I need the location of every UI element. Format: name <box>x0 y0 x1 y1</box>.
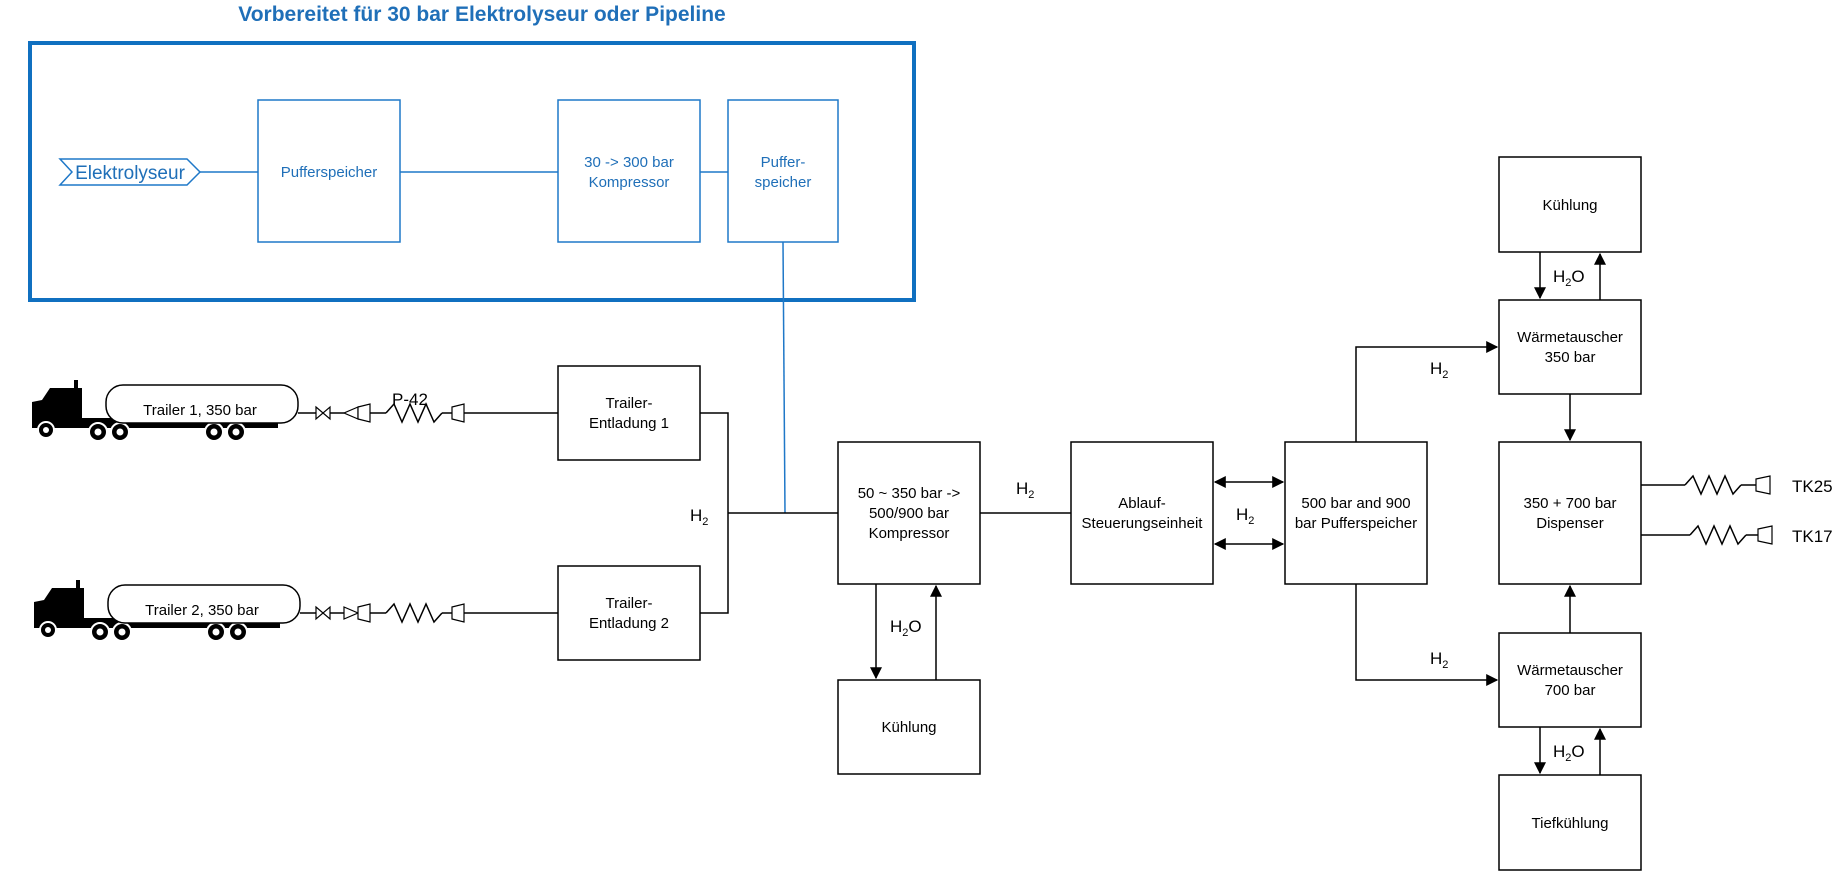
pufferspeicher-main-line1: 500 bar and 900 <box>1301 495 1410 512</box>
tiefkuehlung-box <box>1498 774 1642 871</box>
dispenser-box <box>1498 441 1642 585</box>
valve-tag-p42: P-42 <box>392 390 428 409</box>
waermetauscher-700-line2: 700 bar <box>1545 682 1596 699</box>
trailer-2-valve-train <box>300 602 558 624</box>
pufferspeicher-blue-box <box>727 99 839 243</box>
kuehlung-bottom-label: Kühlung <box>881 719 936 736</box>
trailer-entladung-2-box <box>557 565 701 661</box>
pufferspeicher-top-box <box>257 99 401 243</box>
pufferspeicher-blue-line1: Puffer- <box>761 154 806 171</box>
h2-label-compressor-out: H2 <box>1016 479 1034 501</box>
trailer-1-label: Trailer 1, 350 bar <box>143 402 257 419</box>
main-compressor-line1: 50 ~ 350 bar -> <box>858 485 961 502</box>
trailer-2-label: Trailer 2, 350 bar <box>145 602 259 619</box>
output-tk17-label: TK17 <box>1792 527 1833 546</box>
waermetauscher-350-line2: 350 bar <box>1545 349 1596 366</box>
electrolyzer-tag: Elektrolyseur <box>58 158 202 186</box>
h2-label-to-wt350: H2 <box>1430 359 1448 381</box>
dispenser-line1: 350 + 700 bar <box>1524 495 1617 512</box>
kuehlung-bottom-box <box>837 679 981 775</box>
pufferspeicher-main-line2: bar Pufferspeicher <box>1295 515 1417 532</box>
tiefkuehlung-label: Tiefkühlung <box>1532 815 1609 832</box>
kuehlung-top-label: Kühlung <box>1542 197 1597 214</box>
ablauf-line2: Steuerungseinheit <box>1082 515 1204 532</box>
pufferspeicher-top-label: Pufferspeicher <box>281 164 377 181</box>
output-tk25-label: TK25 <box>1792 477 1833 496</box>
output-tk17-line <box>1641 524 1773 546</box>
trailer-1: Trailer 1, 350 bar <box>31 379 299 442</box>
ablauf-steuerungseinheit-box <box>1070 441 1214 585</box>
trailer-1-valve-train <box>298 402 558 424</box>
electrolyzer-label: Elektrolyseur <box>75 163 185 184</box>
kompressor-30-300-box <box>557 99 701 243</box>
pufferspeicher-main-box <box>1284 441 1428 585</box>
trailer-entladung-1-line2: Entladung 1 <box>589 415 669 432</box>
trailer-entladung-2-line2: Entladung 2 <box>589 615 669 632</box>
dispenser-line2: Dispenser <box>1536 515 1604 532</box>
main-compressor-line2: 500/900 bar <box>869 505 949 522</box>
h2o-label-compressor: H2O <box>890 617 922 639</box>
output-tk25-line <box>1641 474 1771 496</box>
trailer-entladung-2-line1: Trailer- <box>606 595 653 612</box>
ablauf-line1: Ablauf- <box>1118 495 1166 512</box>
trailer-2: Trailer 2, 350 bar <box>33 579 301 642</box>
pufferspeicher-blue-line2: speicher <box>755 174 812 191</box>
trailer-entladung-1-box <box>557 365 701 461</box>
kompressor-30-300-line1: 30 -> 300 bar <box>584 154 674 171</box>
electrolyzer-frame <box>28 41 916 302</box>
h2o-label-wt350: H2O <box>1553 267 1585 289</box>
trailer-entladung-1-line1: Trailer- <box>606 395 653 412</box>
main-compressor-box <box>837 441 981 585</box>
waermetauscher-350-box <box>1498 299 1642 395</box>
diagram-title: Vorbereitet für 30 bar Elektrolyseur ode… <box>238 3 725 26</box>
waermetauscher-700-box <box>1498 632 1642 728</box>
h2-label-ablauf-puffer: H2 <box>1236 505 1254 527</box>
main-compressor-line3: Kompressor <box>869 525 950 542</box>
waermetauscher-350-line1: Wärmetauscher <box>1517 329 1623 346</box>
kompressor-30-300-line2: Kompressor <box>589 174 670 191</box>
h2o-label-wt700: H2O <box>1553 742 1585 764</box>
h2-label-to-wt700: H2 <box>1430 649 1448 671</box>
waermetauscher-700-line1: Wärmetauscher <box>1517 662 1623 679</box>
h2-label-collector: H2 <box>690 506 708 528</box>
kuehlung-top-box <box>1498 156 1642 253</box>
